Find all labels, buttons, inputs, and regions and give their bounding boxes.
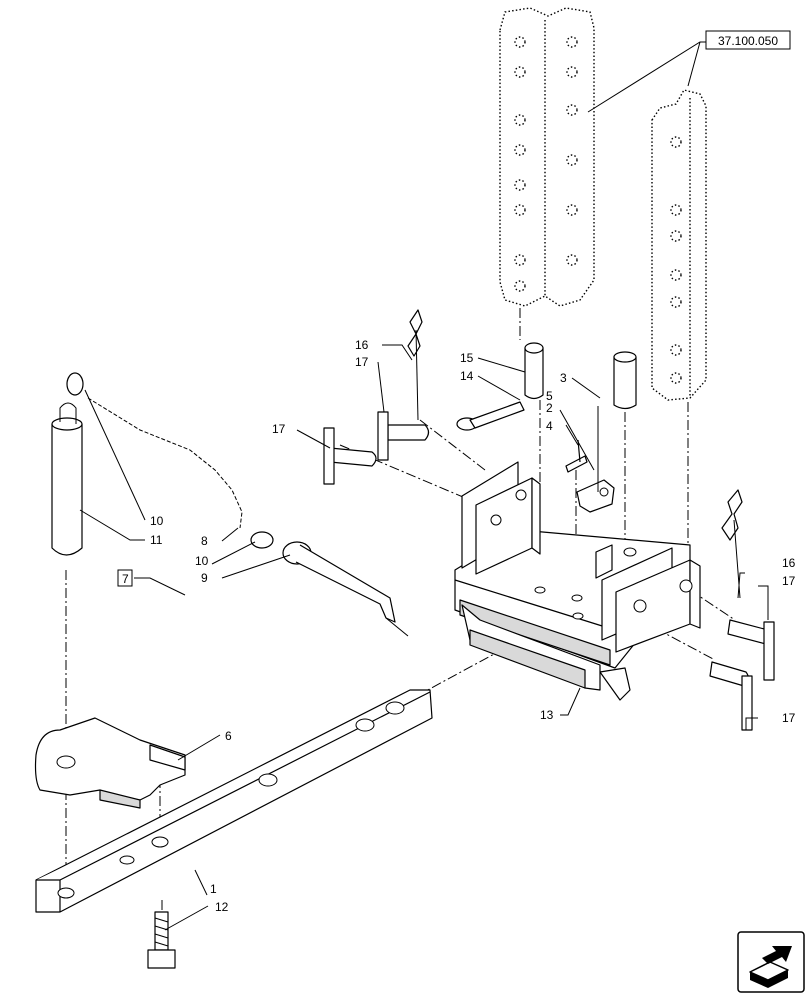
callout-13: 13 xyxy=(540,708,554,722)
callout-1: 1 xyxy=(210,882,217,896)
part-13-bracket[interactable] xyxy=(454,461,701,701)
navigate-arrow-icon[interactable] xyxy=(737,931,805,993)
part-14-linch-clip[interactable] xyxy=(456,401,525,431)
part-11-drawbar-pin[interactable] xyxy=(51,402,83,556)
part-3-sleeve[interactable] xyxy=(613,351,637,410)
part-12-bolt[interactable] xyxy=(147,911,176,969)
callout-14: 14 xyxy=(460,369,474,383)
callout-9: 9 xyxy=(201,571,208,585)
callout-10-lower: 10 xyxy=(195,554,209,568)
callout-17-right-lower: 17 xyxy=(782,711,796,725)
callout-3: 3 xyxy=(560,371,567,385)
part-17-pin-left[interactable] xyxy=(323,427,377,485)
part-16-r-clip-left[interactable] xyxy=(407,309,423,421)
part-10-ring-upper[interactable] xyxy=(66,372,84,396)
part-9-spring-pin[interactable] xyxy=(282,541,409,637)
callout-4: 4 xyxy=(546,419,553,433)
part-1-drawbar[interactable] xyxy=(35,689,433,913)
callout-17-upper: 17 xyxy=(355,355,369,369)
part-17-pin-right-upper[interactable] xyxy=(727,619,775,681)
reference-upright-right xyxy=(651,89,707,401)
callout-6: 6 xyxy=(225,729,232,743)
callout-16-left: 16 xyxy=(355,338,369,352)
callout-16-right: 16 xyxy=(782,556,796,570)
part-4-small-pin[interactable] xyxy=(565,439,588,473)
part-17-pin-right-lower[interactable] xyxy=(709,661,753,731)
callout-17-right-upper: 17 xyxy=(782,574,796,588)
callout-5: 5 xyxy=(546,389,553,403)
callout-11: 11 xyxy=(150,533,163,547)
callout-7: 7 xyxy=(122,572,129,586)
part-15-pin[interactable] xyxy=(524,342,544,400)
callout-2: 2 xyxy=(546,401,553,415)
callout-15: 15 xyxy=(460,351,474,365)
reference-upright-left xyxy=(499,7,595,307)
callout-labels: 1 2 3 4 5 6 7 8 9 10 10 11 12 13 14 15 1… xyxy=(117,338,796,914)
part-6-hitch-hook[interactable] xyxy=(34,717,186,809)
reference-box[interactable]: 37.100.050 xyxy=(705,30,791,50)
callout-8: 8 xyxy=(201,534,208,548)
callout-17-left: 17 xyxy=(272,422,286,436)
callout-leaders xyxy=(79,344,769,931)
reference-text: 37.100.050 xyxy=(718,34,778,48)
part-17-pin-upper[interactable] xyxy=(377,411,430,461)
callout-10-upper: 10 xyxy=(150,514,164,528)
part-10-ring-lower[interactable] xyxy=(250,531,274,549)
part-2-catch-plate[interactable] xyxy=(576,479,615,513)
callout-7-box: 7 xyxy=(117,569,133,587)
callout-12: 12 xyxy=(215,900,229,914)
part-8-chain[interactable] xyxy=(87,397,243,529)
